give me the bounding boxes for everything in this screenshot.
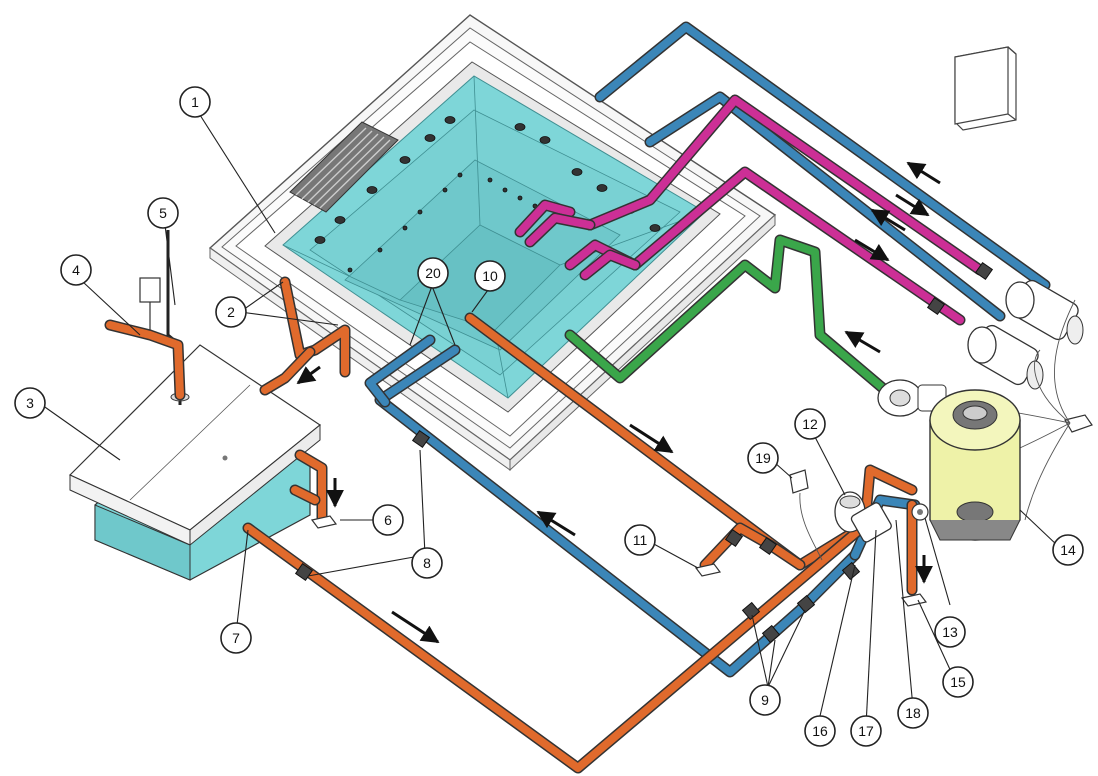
flow-arrows [296, 161, 941, 644]
jet-pump-2 [967, 324, 1044, 390]
callout-label: 16 [812, 723, 828, 739]
callout-4: 4 [60, 254, 92, 286]
callout-label: 19 [755, 450, 771, 466]
callout-2: 2 [215, 296, 247, 328]
callout-18: 18 [897, 697, 929, 729]
callout-1: 1 [179, 86, 211, 118]
leader-lines [41, 114, 1059, 727]
callout-13: 13 [934, 616, 966, 648]
callout-6: 6 [372, 504, 404, 536]
callout-14: 14 [1052, 534, 1084, 566]
callout-5: 5 [147, 197, 179, 229]
callout-label: 5 [159, 205, 167, 221]
pipe-green [564, 234, 891, 396]
callout-16: 16 [804, 715, 836, 747]
jet-pump-1 [1005, 279, 1084, 345]
callout-label: 10 [482, 268, 498, 284]
callout-20: 20 [417, 257, 449, 289]
callout-label: 17 [858, 723, 874, 739]
callout-label: 18 [905, 705, 921, 721]
circulation-pump [834, 491, 892, 543]
callout-label: 11 [633, 532, 648, 548]
electrical-box [789, 469, 823, 561]
pipe-unions [294, 261, 994, 644]
callout-label: 4 [72, 262, 80, 278]
callout-15: 15 [942, 666, 974, 698]
callout-7: 7 [220, 622, 252, 654]
callout-label: 6 [384, 512, 392, 528]
sand-filter [929, 389, 1021, 541]
multiport-valve [911, 503, 929, 521]
callout-label: 20 [425, 265, 441, 281]
callout-label: 15 [950, 674, 966, 690]
callout-17: 17 [850, 715, 882, 747]
callout-10: 10 [474, 260, 506, 292]
level-control-box [139, 277, 161, 330]
drain-outlets [310, 515, 928, 607]
callout-label: 14 [1060, 542, 1076, 558]
callout-9: 9 [749, 684, 781, 716]
callout-8: 8 [411, 547, 443, 579]
callout-label: 7 [232, 630, 240, 646]
callout-12: 12 [794, 408, 826, 440]
skimmer-grate [289, 121, 399, 213]
spa-basin [208, 14, 777, 472]
callout-11: 11 [624, 524, 656, 556]
callout-label: 2 [227, 304, 235, 320]
control-panel [954, 46, 1017, 131]
callout-label: 12 [802, 416, 818, 432]
callout-label: 9 [761, 692, 769, 708]
callout-label: 3 [26, 395, 34, 411]
callout-label: 13 [942, 624, 958, 640]
pipe-magenta [514, 94, 986, 326]
callout-3: 3 [14, 387, 46, 419]
callout-19: 19 [747, 442, 779, 474]
callout-label: 8 [423, 555, 431, 571]
wall-jets [314, 116, 661, 273]
callout-label: 1 [191, 94, 199, 110]
